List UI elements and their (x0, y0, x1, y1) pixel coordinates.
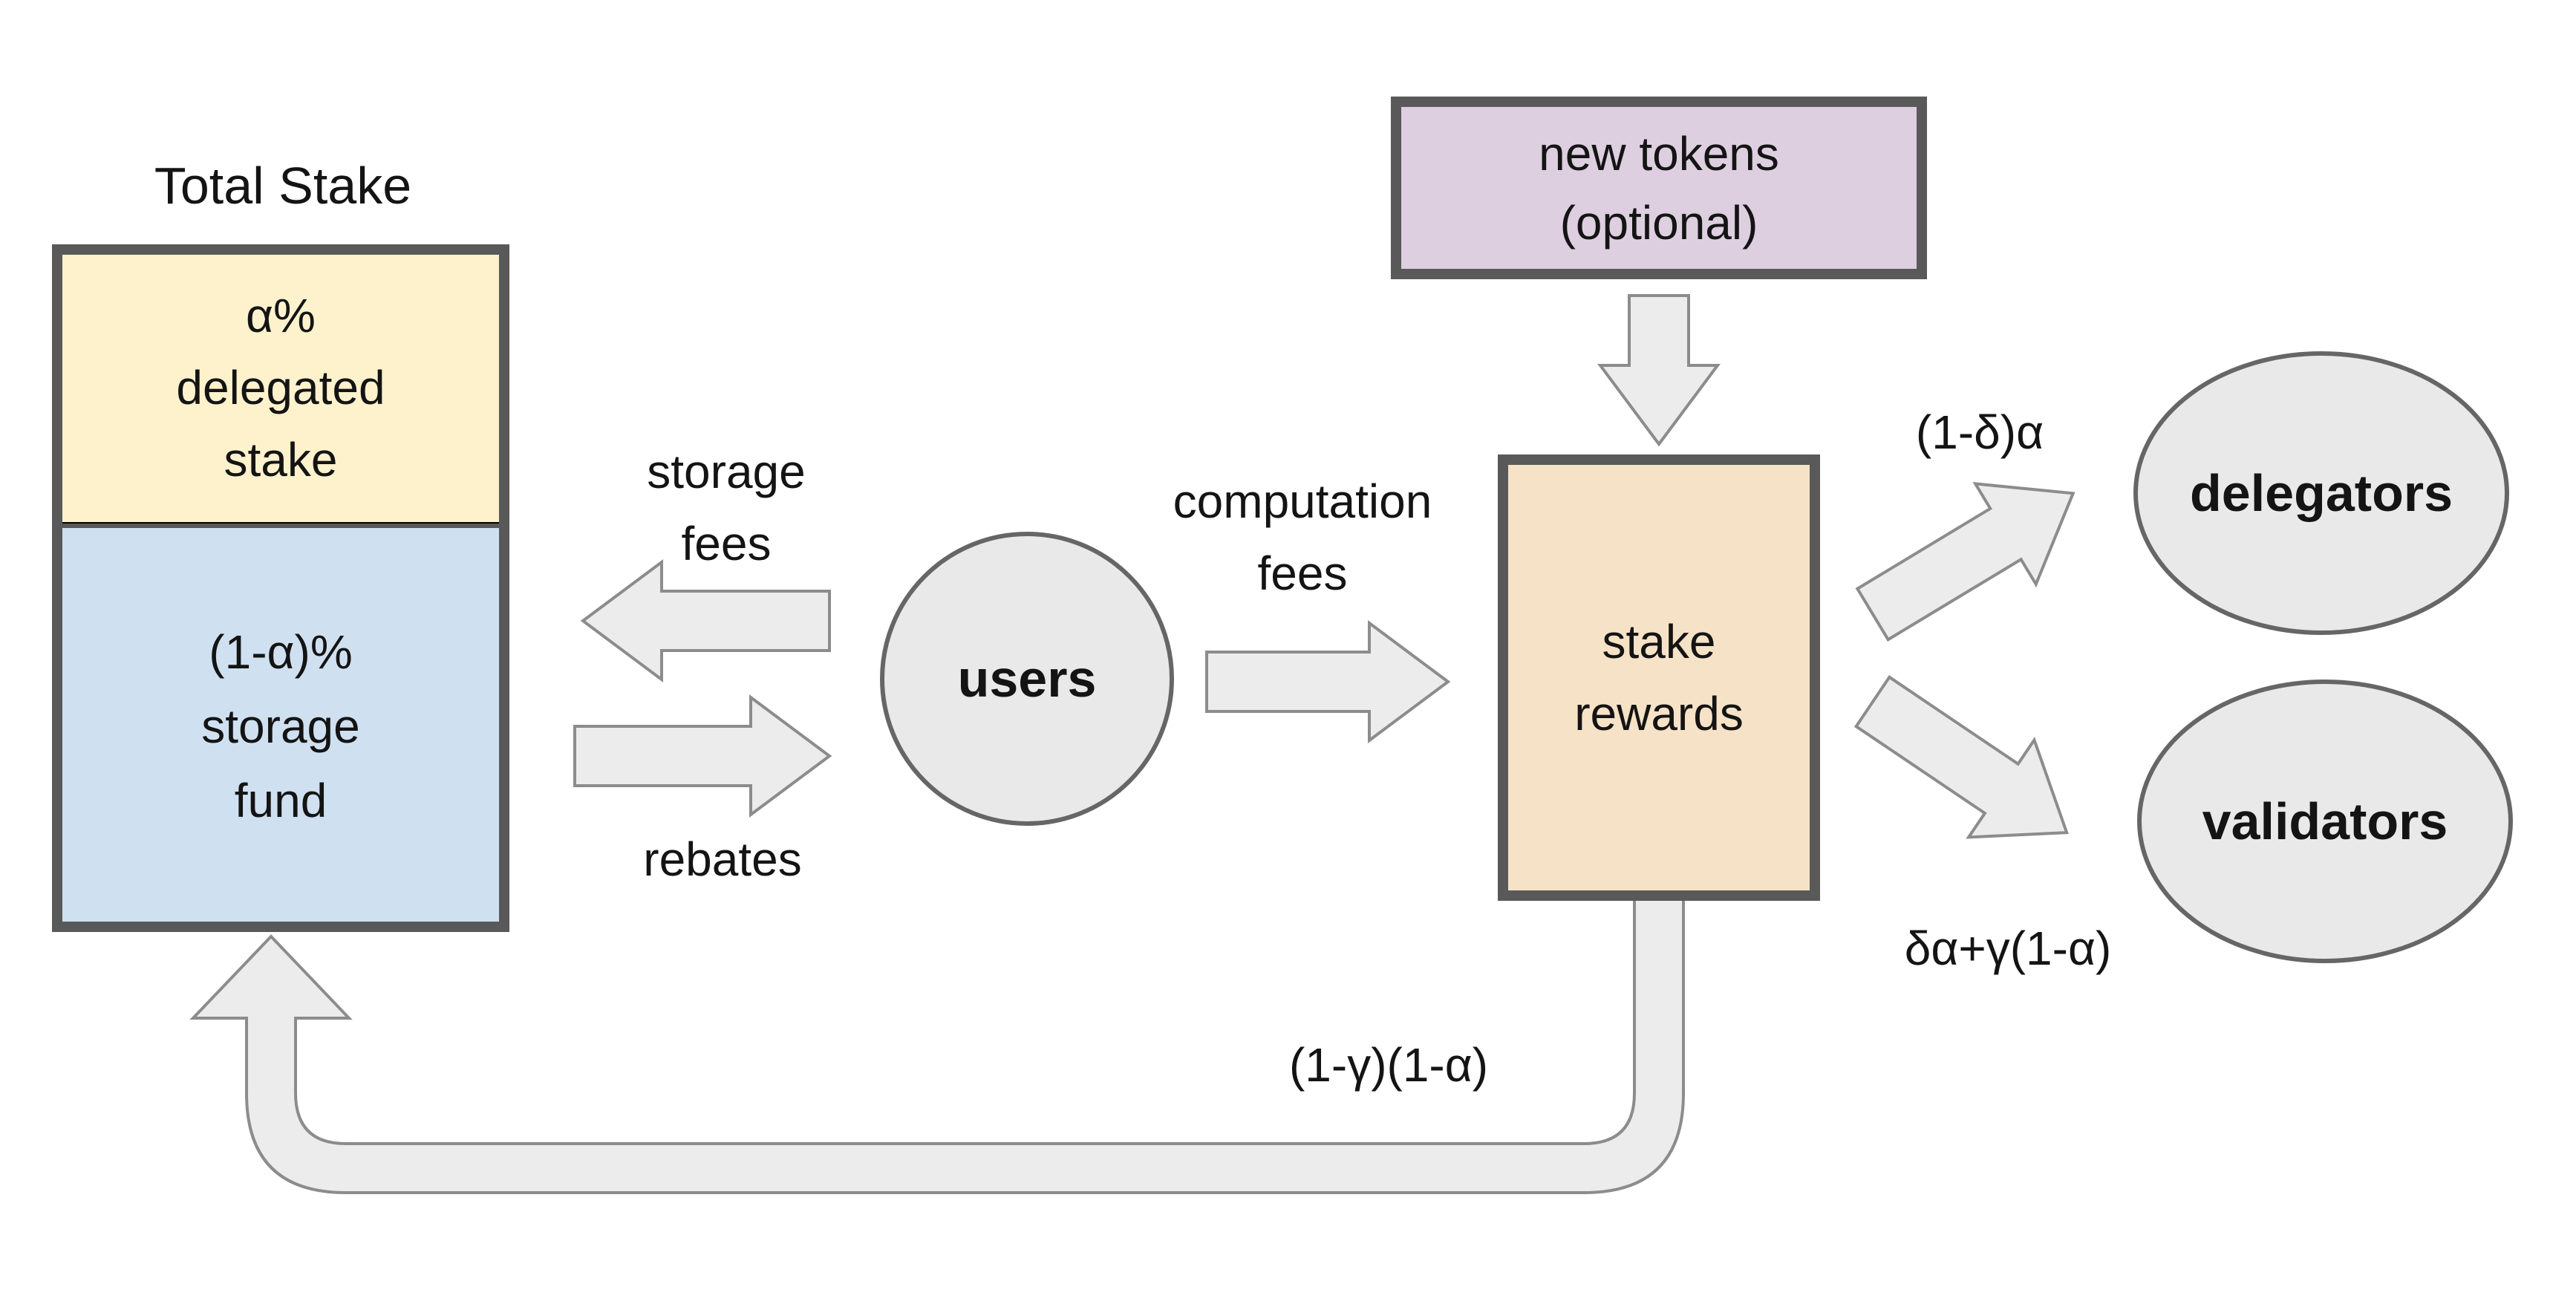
rebates-label: rebates (643, 832, 801, 886)
validators-node (2137, 680, 2513, 963)
users-node (880, 532, 1174, 826)
to-validators-arrow (1853, 675, 2069, 839)
delegated-line-2: delegated (176, 361, 385, 414)
new-tokens-line-2: (optional) (1560, 196, 1758, 250)
stake-rewards-box (1498, 454, 1820, 901)
to-delegators-arrow (1855, 482, 2076, 642)
computation-fees-label-line-2: fees (1258, 547, 1348, 600)
users-label: users (958, 650, 1097, 708)
return-flow-pipe-arrow (189, 894, 1685, 1194)
delegators-label: delegators (2190, 464, 2453, 522)
computation-fees-arrow (1205, 620, 1451, 743)
stake-rewards-line-2: rewards (1574, 687, 1744, 740)
new-tokens-line-1: new tokens (1539, 127, 1779, 180)
new-tokens-box (1391, 97, 1927, 279)
storage-fund-line-3: fund (235, 774, 327, 827)
validators-label: validators (2202, 792, 2448, 850)
to-delegators-formula: (1-δ)α (1916, 405, 2044, 459)
storage-fees-arrow (580, 559, 831, 682)
computation-fees-label-line-1: computation (1173, 475, 1432, 528)
delegated-stake-fill (62, 255, 499, 522)
total-stake-title: Total Stake (154, 157, 411, 215)
delegated-line-1: α% (246, 289, 316, 342)
to-storage-fund-formula: (1-γ)(1-α) (1289, 1038, 1488, 1092)
stake-rewards-line-1: stake (1602, 615, 1716, 668)
rebates-arrow (573, 694, 832, 818)
delegated-line-3: stake (224, 433, 338, 486)
delegators-node (2133, 351, 2509, 635)
storage-fees-label-line-2: fees (682, 517, 772, 570)
storage-fund-section (57, 526, 504, 927)
storage-fund-line-1: (1-α)% (209, 625, 352, 679)
storage-fees-label-line-1: storage (647, 445, 805, 498)
new-tokens-arrow (1597, 294, 1721, 447)
total-stake-outline (52, 244, 509, 932)
to-validators-formula: δα+γ(1-α) (1905, 922, 2112, 975)
storage-fund-line-2: storage (201, 700, 359, 753)
